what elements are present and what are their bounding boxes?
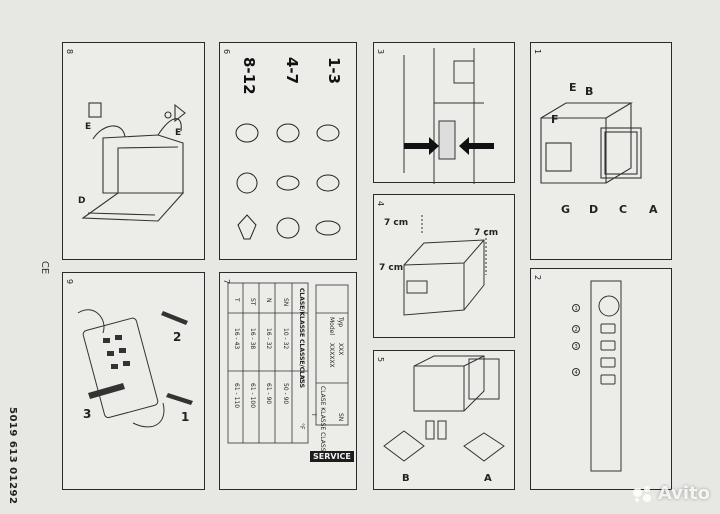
panel-2: 2 1 2 3 4: [530, 268, 672, 490]
letter-a: A: [484, 473, 492, 484]
fahrenheit-header: °F: [298, 423, 305, 430]
drawer-removal-illustration: E E D: [78, 102, 186, 222]
letter-c: C: [619, 203, 627, 216]
arrow-icon: [88, 383, 125, 399]
fahrenheit-cell: 61 - 100: [249, 383, 256, 409]
thermostat-knob-icon: [598, 295, 620, 317]
fruit-icon: [236, 172, 258, 194]
clase-label: CLASE KLASSE CLASS: [319, 386, 326, 452]
class-cell: SN: [282, 298, 289, 307]
step-number: 3: [83, 407, 91, 421]
panel-7: 7 CLASE/KLASSE CLASSE/CLASS °C °F SN 10 …: [219, 272, 357, 490]
poultry-icon: [276, 175, 300, 191]
fahrenheit-cell: 61 - 110: [233, 383, 240, 409]
watermark: Avito: [632, 483, 710, 504]
panel-5: 5 A B: [373, 350, 515, 490]
typ-value: XXX: [337, 343, 344, 356]
letter-f: F: [551, 113, 559, 126]
clearance-label: 7 cm: [384, 218, 408, 228]
letter-d: D: [589, 203, 598, 216]
part-number: 5019 613 01292: [7, 407, 18, 505]
sn-label: SN: [337, 413, 344, 422]
ce-mark: CE: [39, 260, 51, 275]
knob-number: 1: [575, 306, 578, 312]
filter-replacement-illustration: 1 2 3: [77, 309, 193, 428]
letter-b: B: [402, 473, 410, 484]
celsius-cell: 16 - 43: [233, 328, 240, 350]
fish-icon: [316, 174, 340, 192]
door-reversal-illustration: [403, 48, 494, 184]
panel-9: 9 1 2 3: [62, 272, 205, 490]
service-badge: SERVICE: [310, 451, 354, 462]
letter-d: D: [78, 196, 85, 206]
shelf-arrangement-illustration: A B: [383, 355, 505, 484]
climate-class-table: [227, 282, 349, 444]
table-header: CLASE/KLASSE CLASSE/CLASS: [298, 288, 305, 388]
clearance-illustration: 7 cm 7 cm 7 cm: [379, 215, 498, 316]
cake-icon: [276, 123, 300, 143]
class-cell: T: [233, 298, 240, 302]
celsius-cell: 10 - 32: [282, 328, 289, 350]
letter-e: E: [569, 81, 577, 94]
class-cell: ST: [249, 298, 256, 306]
avito-logo-icon: [632, 486, 655, 502]
panel-1: 1 A B C D E F G: [530, 42, 672, 260]
arrow-right-icon: [404, 137, 439, 155]
vegetable-icon: [237, 214, 257, 240]
bowl-icon: [315, 220, 341, 236]
knob-number: 3: [575, 344, 578, 350]
panel-4: 4 7 cm 7 cm 7 cm: [373, 194, 515, 338]
arrow-icon: [161, 311, 188, 325]
knob-number: 4: [575, 370, 578, 376]
letter-a: A: [649, 203, 658, 216]
control-panel-illustration: 1 2 3 4: [572, 280, 622, 472]
celsius-cell: 16 - 32: [265, 328, 272, 350]
typ-label: Typ: [337, 317, 344, 328]
pie-icon: [276, 217, 300, 239]
fahrenheit-cell: 61 - 90: [265, 383, 272, 405]
knob-number: 2: [575, 327, 578, 333]
arrow-icon: [166, 393, 193, 405]
letter-b: B: [585, 85, 593, 98]
cheese-icon: [316, 124, 340, 142]
panel-6: 6 1-3 4-7 8-12: [219, 42, 357, 260]
fahrenheit-cell: 50 - 90: [282, 383, 289, 405]
food-icons-grid: [235, 123, 341, 240]
clearance-label: 7 cm: [379, 263, 403, 273]
class-cell: N: [265, 298, 272, 303]
letter-e: E: [175, 128, 181, 138]
t-label: T: [310, 413, 317, 417]
celsius-header: °C: [298, 375, 305, 383]
meat-icon: [235, 123, 259, 143]
clearance-label: 7 cm: [474, 228, 498, 238]
letter-e: E: [85, 122, 91, 132]
model-value: XXXXXX: [328, 343, 335, 368]
letter-g: G: [561, 203, 570, 216]
celsius-cell: 16 - 38: [249, 328, 256, 350]
panel-8: 8 E E D: [62, 42, 205, 260]
arrow-left-icon: [459, 137, 494, 155]
panel-3: 3: [373, 42, 515, 184]
step-number: 2: [173, 330, 181, 344]
appliance-overview-illustration: A B C D E F G: [540, 81, 658, 216]
model-label: Model: [328, 317, 335, 336]
step-number: 1: [181, 410, 189, 424]
watermark-text: Avito: [657, 483, 710, 504]
